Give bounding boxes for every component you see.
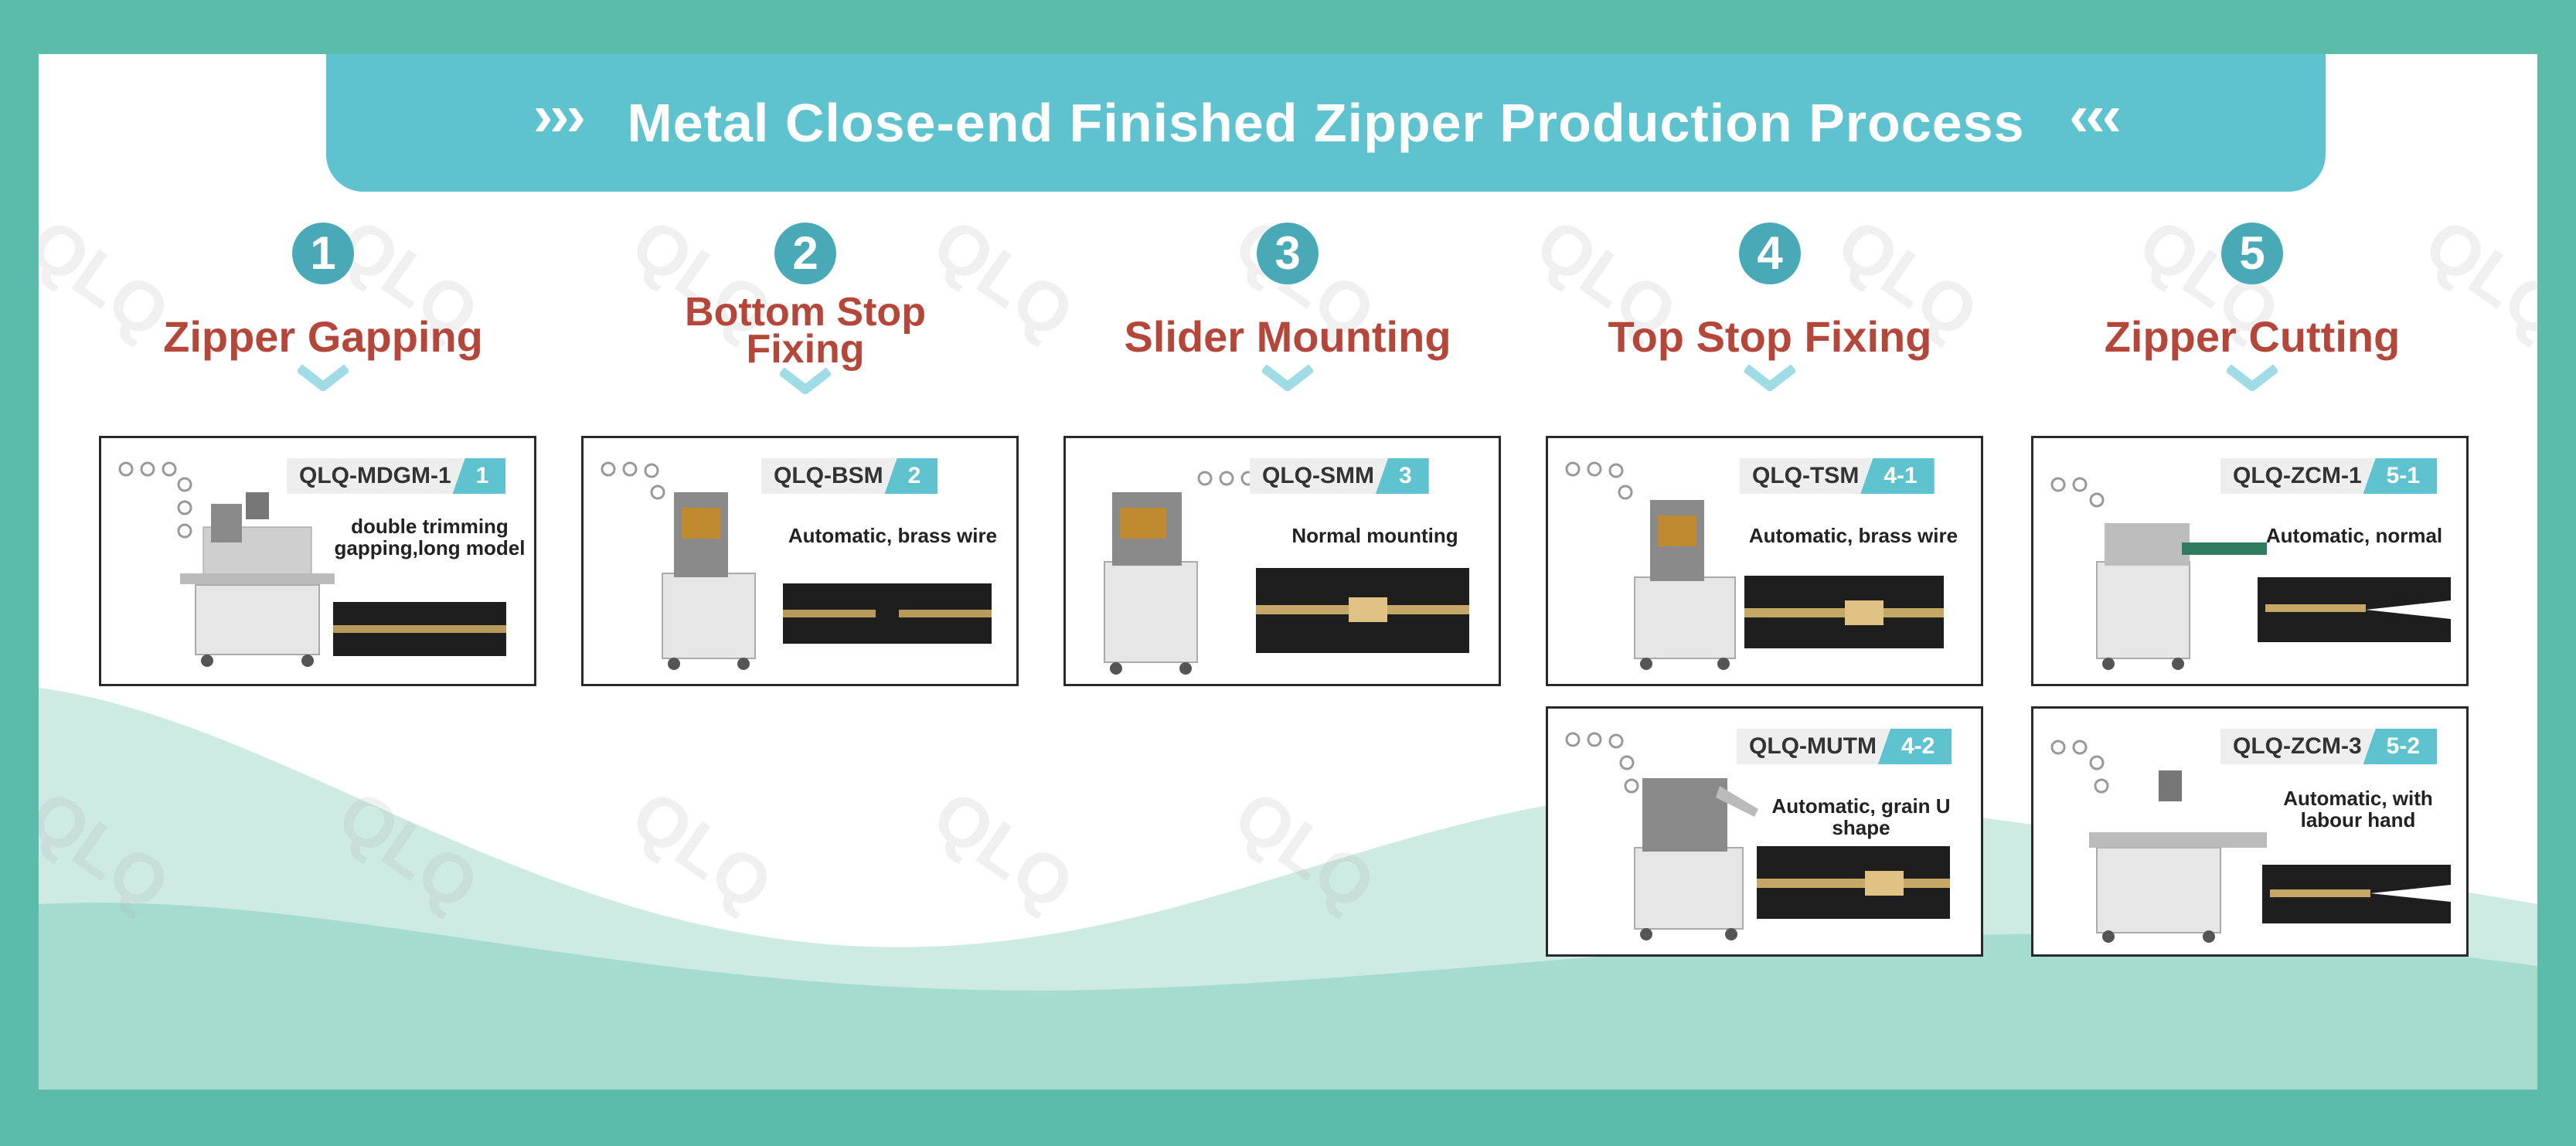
step-title: Bottom Stop Fixing bbox=[685, 290, 926, 372]
zipper-sample-image bbox=[1256, 568, 1469, 653]
model-tag: QLQ-BSM 2 bbox=[761, 458, 938, 494]
model-description: Automatic, normal bbox=[2265, 524, 2443, 547]
zipper-sample-image bbox=[783, 583, 992, 644]
step-1: 1 Zipper Gapping bbox=[122, 223, 524, 395]
model-description: Automatic, brass wire bbox=[1748, 524, 1958, 547]
step-number: 5 bbox=[2221, 223, 2283, 284]
model-name: QLQ-BSM bbox=[761, 458, 896, 494]
machine-card: QLQ-BSM 2 Automatic, brass wire bbox=[581, 436, 1019, 686]
model-name: QLQ-MUTM bbox=[1737, 729, 1889, 764]
poster-frame: ››› Metal Close-end Finished Zipper Prod… bbox=[39, 54, 2537, 1090]
step-title: Top Stop Fixing bbox=[1608, 312, 1932, 361]
step-3: 3 Slider Mounting bbox=[1087, 223, 1489, 395]
model-name: QLQ-SMM bbox=[1250, 458, 1387, 494]
model-name: QLQ-ZCM-3 bbox=[2220, 729, 2374, 764]
step-title: Zipper Cutting bbox=[2104, 312, 2401, 361]
chevron-down-icon bbox=[778, 367, 832, 396]
machine-card: QLQ-TSM 4-1 Automatic, brass wire bbox=[1546, 436, 1983, 686]
zipper-sample-image bbox=[1744, 576, 1944, 648]
machine-image bbox=[2050, 477, 2267, 670]
model-description: double trimming gapping,long model bbox=[334, 515, 526, 559]
model-description: Automatic, grain U shape bbox=[1771, 794, 1951, 839]
title-banner: ››› Metal Close-end Finished Zipper Prod… bbox=[326, 54, 2326, 192]
model-name: QLQ-MDGM-1 bbox=[287, 458, 464, 494]
model-tag: QLQ-ZCM-3 5-2 bbox=[2220, 729, 2437, 764]
step-number: 1 bbox=[292, 223, 354, 284]
model-tag: QLQ-TSM 4-1 bbox=[1740, 458, 1935, 494]
machine-card: QLQ-MDGM-1 1 double trimming gapping,lon… bbox=[99, 436, 536, 686]
machine-card: QLQ-ZCM-3 5-2 Automatic, with labour han… bbox=[2031, 706, 2469, 957]
zipper-sample-image bbox=[1757, 846, 1950, 919]
page-title: Metal Close-end Finished Zipper Producti… bbox=[627, 93, 2025, 153]
model-code: 4-1 bbox=[1860, 458, 1935, 494]
machine-image bbox=[1565, 732, 1758, 940]
machine-card: QLQ-MUTM 4-2 Automatic, grain U shape bbox=[1546, 706, 1983, 957]
machine-card: QLQ-ZCM-1 5-1 Automatic, normal bbox=[2031, 436, 2469, 686]
chevron-down-icon bbox=[296, 364, 350, 393]
model-tag: QLQ-MDGM-1 1 bbox=[287, 458, 506, 494]
model-name: QLQ-ZCM-1 bbox=[2220, 458, 2374, 494]
machine-card: QLQ-SMM 3 Normal mounting bbox=[1063, 436, 1501, 686]
machine-image bbox=[1104, 471, 1256, 675]
chevrons-right-icon: ››› bbox=[533, 83, 586, 148]
step-2: 2 Bottom Stop Fixing bbox=[604, 223, 1006, 398]
machine-image bbox=[118, 461, 335, 667]
step-title: Slider Mounting bbox=[1124, 312, 1451, 361]
model-tag: QLQ-ZCM-1 5-1 bbox=[2220, 458, 2437, 494]
machine-image bbox=[1565, 461, 1736, 670]
model-tag: QLQ-MUTM 4-2 bbox=[1737, 729, 1952, 764]
model-code: 5-2 bbox=[2363, 729, 2437, 764]
model-description: Automatic, brass wire bbox=[788, 524, 998, 547]
zipper-sample-image bbox=[2262, 865, 2451, 923]
machine-image bbox=[601, 461, 756, 670]
step-number: 3 bbox=[1257, 223, 1319, 284]
machine-image bbox=[2050, 740, 2267, 943]
model-code: 5-1 bbox=[2363, 458, 2437, 494]
model-code: 4-2 bbox=[1877, 729, 1952, 764]
step-5: 5 Zipper Cutting bbox=[2051, 223, 2453, 395]
step-number: 2 bbox=[774, 223, 836, 284]
step-title: Zipper Gapping bbox=[163, 312, 483, 361]
step-number: 4 bbox=[1739, 223, 1801, 284]
zipper-sample-image bbox=[333, 602, 506, 656]
chevron-down-icon bbox=[1743, 364, 1797, 393]
model-name: QLQ-TSM bbox=[1740, 458, 1872, 494]
model-description: Automatic, with labour hand bbox=[2283, 787, 2433, 831]
chevrons-left-icon: ‹‹‹ bbox=[2069, 83, 2122, 148]
chevron-down-icon bbox=[2225, 364, 2279, 393]
model-tag: QLQ-SMM 3 bbox=[1250, 458, 1429, 494]
model-description: Normal mounting bbox=[1291, 524, 1458, 547]
zipper-sample-image bbox=[2258, 577, 2451, 642]
step-4: 4 Top Stop Fixing bbox=[1569, 223, 1971, 395]
chevron-down-icon bbox=[1261, 364, 1315, 393]
